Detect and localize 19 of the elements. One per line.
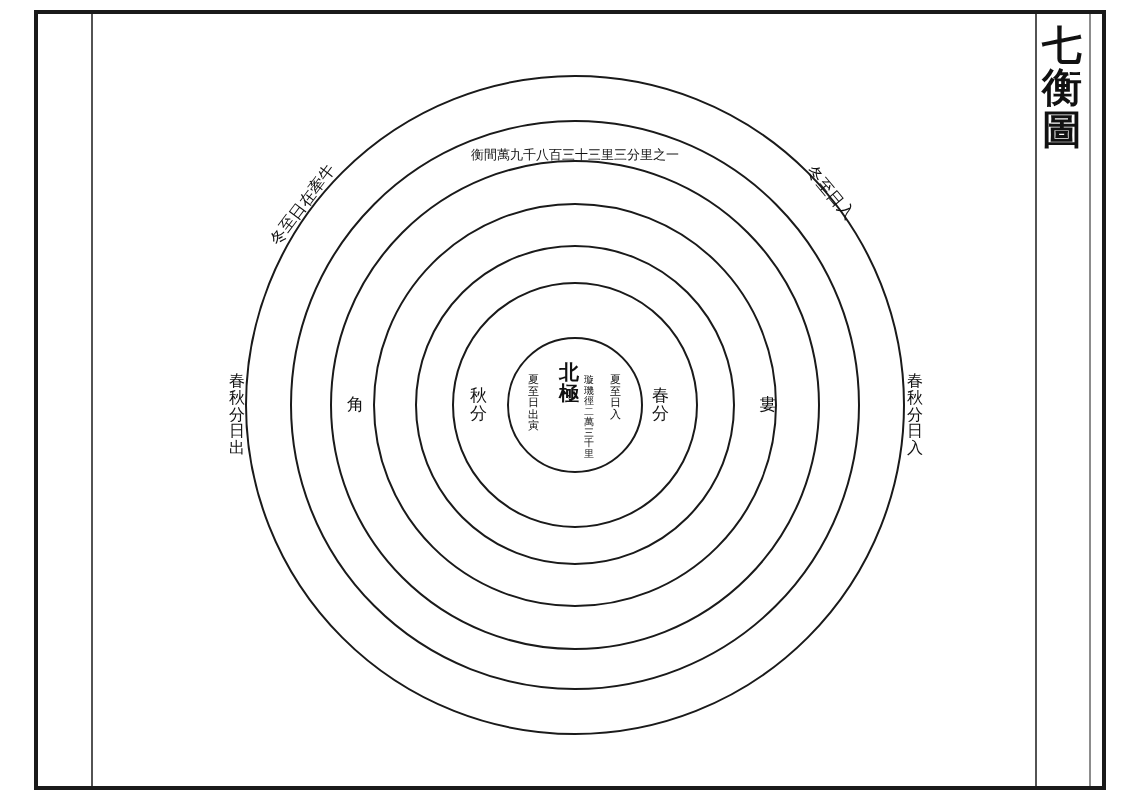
sunrise-sunset-label: 春秋分日出 <box>228 373 246 457</box>
ring-label: 婁 <box>757 396 777 414</box>
ring-label: 角 <box>345 396 365 414</box>
sunrise-sunset-label: 冬至日在牽牛 <box>267 161 339 249</box>
ring-label: 春分 <box>650 387 670 423</box>
ring-label: 衡間萬九千八百三十三里三分里之一 <box>471 148 679 162</box>
ring-label: 璇璣徑二萬三千里 <box>583 375 595 459</box>
sunrise-sunset-label: 冬至日入 <box>803 163 857 223</box>
orbit-circle <box>415 245 735 565</box>
orbit-circle <box>507 337 643 473</box>
sunrise-sunset-label: 春秋分日入 <box>906 373 924 457</box>
ring-label: 夏至日出寅 <box>526 374 540 432</box>
pole-label: 北極 <box>558 362 580 404</box>
title: 七衡圖 <box>1040 24 1083 150</box>
orbit-circle <box>373 203 777 607</box>
ring-label: 夏至日入 <box>608 373 622 421</box>
orbit-circle <box>245 75 905 735</box>
orbit-circle <box>452 282 698 528</box>
ring-label: 秋分 <box>468 387 488 423</box>
